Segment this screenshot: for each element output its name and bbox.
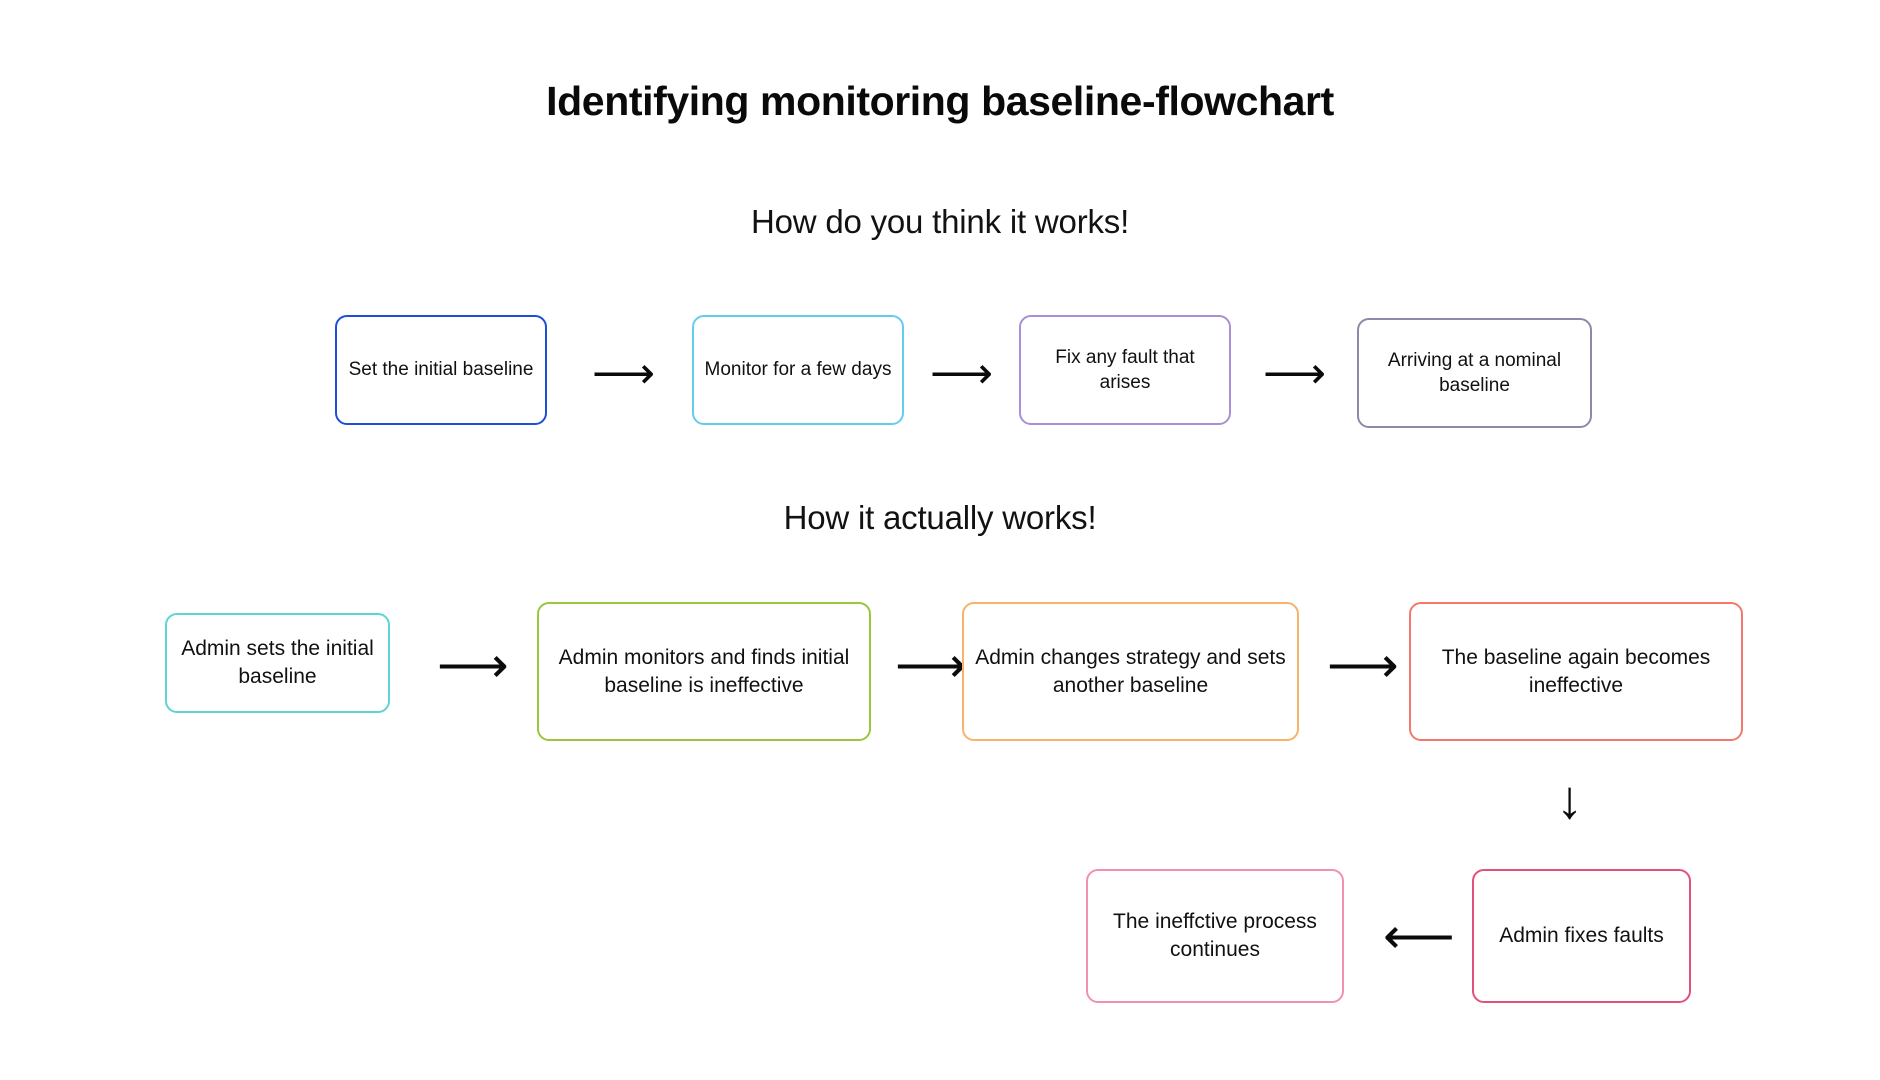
node-label: Set the initial baseline <box>348 359 534 381</box>
node-ineffective-process-continues[interactable]: The ineffctive process continues <box>1086 869 1344 1003</box>
node-label: Admin fixes faults <box>1499 924 1664 948</box>
arrow-right-icon-6: ⟶ <box>1327 637 1399 693</box>
arrow-right-icon-2: ⟶ <box>930 349 994 398</box>
node-label: Admin changes strategy and sets another … <box>975 645 1286 697</box>
node-label: Admin sets the initial baseline <box>181 637 374 688</box>
node-label: Fix any fault that arises <box>1055 346 1195 393</box>
node-label: The ineffctive process continues <box>1113 910 1317 961</box>
section-heading-expectation: How do you think it works! <box>750 203 1130 240</box>
arrow-right-icon-4: ⟶ <box>437 637 509 693</box>
arrow-right-icon-1: ⟶ <box>592 349 656 398</box>
node-label: Monitor for a few days <box>704 359 892 381</box>
arrow-right-icon-5: ⟶ <box>895 637 967 693</box>
node-label: Admin monitors and finds initial baselin… <box>558 645 850 697</box>
arrow-down-icon-1: ↓ <box>1556 770 1583 830</box>
node-set-initial-baseline[interactable]: Set the initial baseline <box>335 315 547 425</box>
node-label: The baseline again becomes ineffective <box>1441 645 1711 697</box>
node-admin-changes-strategy[interactable]: Admin changes strategy and sets another … <box>962 602 1299 741</box>
node-admin-monitors-finds-ineffective[interactable]: Admin monitors and finds initial baselin… <box>537 602 871 741</box>
node-label: Arriving at a nominal baseline <box>1387 349 1562 396</box>
node-admin-fixes-faults[interactable]: Admin fixes faults <box>1472 869 1691 1003</box>
node-arriving-nominal-baseline[interactable]: Arriving at a nominal baseline <box>1357 318 1592 428</box>
arrow-left-icon-1: ⟵ <box>1383 908 1455 964</box>
node-fix-any-fault[interactable]: Fix any fault that arises <box>1019 315 1231 425</box>
node-admin-sets-initial-baseline[interactable]: Admin sets the initial baseline <box>165 613 390 713</box>
arrow-right-icon-3: ⟶ <box>1263 349 1327 398</box>
node-baseline-again-ineffective[interactable]: The baseline again becomes ineffective <box>1409 602 1743 741</box>
page-title: Identifying monitoring baseline-flowchar… <box>546 78 1334 124</box>
section-heading-reality: How it actually works! <box>783 499 1097 536</box>
node-monitor-few-days[interactable]: Monitor for a few days <box>692 315 904 425</box>
